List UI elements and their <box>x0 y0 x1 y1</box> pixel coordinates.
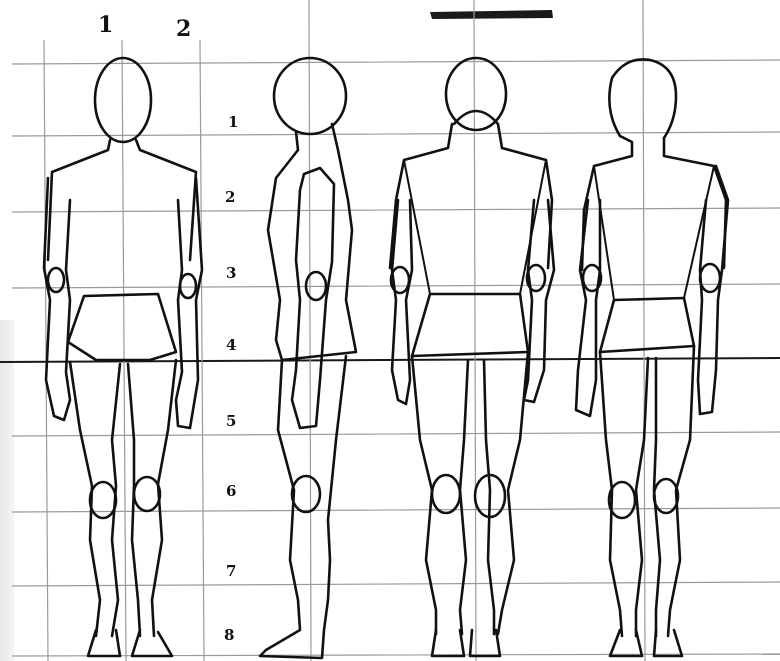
grid-line-4 <box>12 284 780 288</box>
front-foot-right <box>132 630 172 656</box>
grid-axis-side <box>309 0 311 661</box>
bq-pelvis <box>600 298 694 352</box>
side-view-figure <box>260 58 356 658</box>
front-knee-left <box>90 482 116 518</box>
back-shoulders <box>390 124 552 268</box>
front-elbow-right <box>180 274 196 298</box>
front-pelvis <box>68 294 176 360</box>
row-number-1: 1 <box>228 115 238 130</box>
row-number-4: 4 <box>226 338 236 353</box>
bq-arm-left <box>576 200 600 416</box>
row-number-6: 6 <box>226 484 236 499</box>
column-number-2: 2 <box>176 18 191 40</box>
side-head <box>274 58 346 134</box>
row-number-3: 3 <box>226 266 236 281</box>
grid-axis-back <box>474 0 476 661</box>
grid-line-6 <box>12 432 780 436</box>
side-leg <box>260 356 346 658</box>
header-ink-bar <box>430 10 553 19</box>
front-foot-left <box>88 630 120 656</box>
grid-line-1 <box>12 60 780 64</box>
bq-shoulders <box>582 136 726 270</box>
back-pelvis <box>412 294 528 356</box>
bq-leg-left <box>600 352 648 636</box>
row-number-5: 5 <box>226 414 236 429</box>
back-view-figure <box>390 58 554 656</box>
back-knee-left <box>432 475 460 513</box>
column-number-1: 1 <box>98 14 113 36</box>
row-number-7: 7 <box>226 564 236 579</box>
grid-line-8 <box>12 582 780 586</box>
bq-foot-left <box>610 630 642 656</box>
grid-line-7 <box>12 508 780 512</box>
row-number-2: 2 <box>225 190 235 205</box>
front-leg-left <box>70 362 120 636</box>
back-foot-right <box>470 630 500 656</box>
back-arm-right <box>524 200 554 402</box>
bq-leg-right <box>654 346 694 636</box>
front-arm-left <box>44 178 70 420</box>
row-number-8: 8 <box>224 628 234 643</box>
side-knee <box>292 476 320 512</box>
grid-axis-front <box>122 40 126 661</box>
front-arm-right <box>176 178 202 428</box>
grid-column-right <box>200 40 204 661</box>
front-elbow-left <box>48 268 64 292</box>
side-torso <box>268 124 356 360</box>
bq-elbow-right <box>700 264 720 292</box>
back-arm-left <box>392 200 412 404</box>
grid-axis-back-three-quarter <box>643 0 645 661</box>
front-knee-right <box>134 477 160 511</box>
back-head <box>446 58 506 130</box>
bq-knee-right <box>654 479 678 513</box>
